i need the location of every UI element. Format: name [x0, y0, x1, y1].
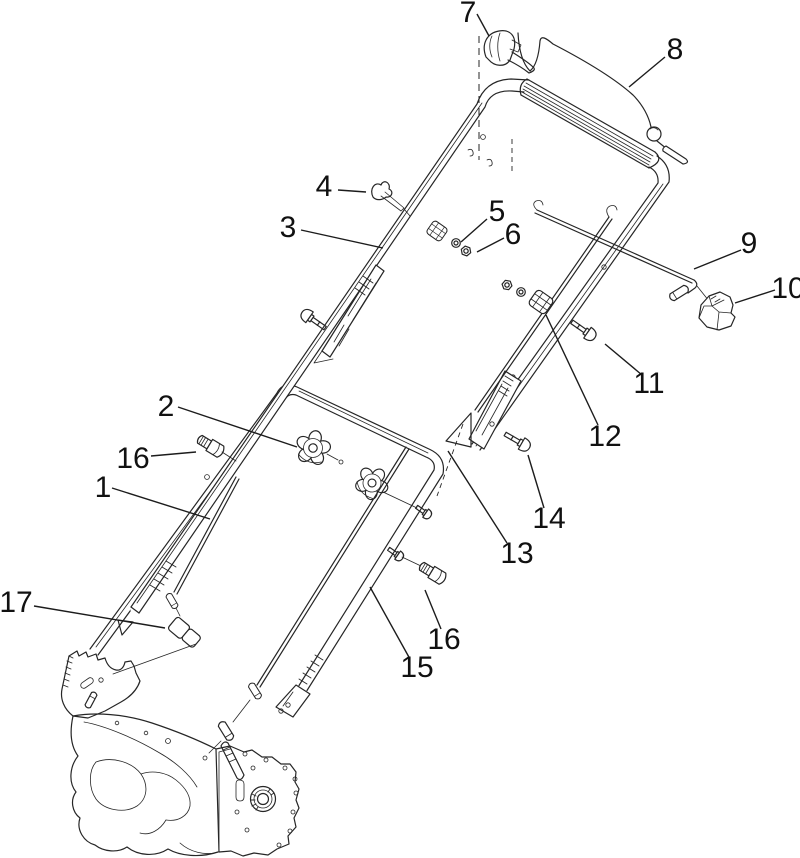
callout-label-15: 15: [400, 651, 433, 684]
carriage-bolt-14: [501, 427, 534, 455]
handle-grip: [519, 78, 660, 169]
callout-label-17: 17: [0, 586, 33, 619]
nut-mid: [500, 279, 514, 291]
leader-line-10: [734, 289, 776, 304]
engine-stop-cable: [517, 32, 689, 165]
washer-upper: [451, 238, 461, 248]
lower-handle: [89, 384, 445, 718]
plate-slot: [80, 677, 94, 689]
leader-line-3: [300, 229, 384, 249]
callout-label-7: 7: [460, 0, 477, 29]
washer-mid: [516, 287, 526, 297]
cable-fitting-17: [167, 616, 201, 648]
knob-16-right: [416, 559, 449, 587]
leader-line-2: [177, 406, 298, 448]
leader-line-17: [33, 605, 166, 629]
carriage-bolt-11: [567, 315, 600, 344]
lower-handle-end-bracket: [275, 684, 311, 718]
deck-body: [70, 713, 219, 857]
callout-label-11: 11: [633, 367, 664, 400]
callout-label-6: 6: [505, 218, 522, 251]
star-knob-right: [347, 458, 397, 508]
nut-upper: [459, 244, 473, 258]
leader-line-5: [460, 218, 488, 243]
cable-clamp-upper: [425, 219, 449, 243]
callout-label-2: 2: [158, 390, 175, 423]
leader-line-1: [111, 487, 211, 520]
leader-line-13: [447, 450, 508, 544]
leader-line-15: [369, 586, 411, 660]
mount-bracket-right: [445, 370, 522, 450]
callout-label-9: 9: [741, 227, 758, 260]
star-knob-left: [290, 426, 336, 470]
hardware-and-cables: [112, 30, 736, 754]
cable-clip: [371, 181, 411, 217]
cable-left: [112, 476, 240, 675]
right-side-plate: [215, 741, 300, 857]
leader-line-14: [527, 454, 545, 509]
leader-line-8: [628, 56, 666, 88]
leader-line-9: [693, 249, 742, 270]
carriage-bolt-left: [297, 306, 330, 335]
leader-line-6: [476, 237, 505, 253]
callout-label-3: 3: [280, 211, 297, 244]
leader-line-11: [604, 343, 643, 376]
leader-line-7: [476, 13, 490, 37]
cable-right: [208, 423, 464, 754]
callout-label-14: 14: [532, 502, 565, 535]
callout-label-8: 8: [667, 33, 684, 66]
callout-label-16a: 16: [116, 442, 149, 475]
leader-line-4: [337, 189, 367, 193]
callout-label-4: 4: [316, 170, 333, 203]
throttle-rod: [533, 200, 710, 303]
knob-16-left: [194, 432, 227, 460]
callout-label-5: 5: [489, 195, 506, 228]
switch-block: [698, 291, 736, 331]
callout-label-1: 1: [95, 471, 112, 504]
callout-label-16b: 16: [427, 623, 460, 656]
spark-plug-boot: [483, 30, 535, 74]
cable-clamp-mid: [527, 288, 555, 316]
mount-bracket-left: [313, 264, 385, 364]
brake-rod: [474, 216, 613, 413]
left-mount-plate: [60, 650, 141, 719]
upper-handle: [117, 78, 670, 636]
leader-line-16b: [424, 589, 442, 630]
axle-boss: [249, 785, 277, 813]
leader-line-12: [545, 314, 599, 426]
plate-pin: [84, 691, 98, 709]
callout-label-12: 12: [588, 420, 621, 453]
callout-label-10: 10: [771, 272, 800, 305]
mower-housing: [60, 650, 300, 857]
callout-label-13: 13: [500, 537, 533, 570]
mount-flag-right: [445, 412, 472, 448]
leader-line-16a: [150, 451, 197, 457]
